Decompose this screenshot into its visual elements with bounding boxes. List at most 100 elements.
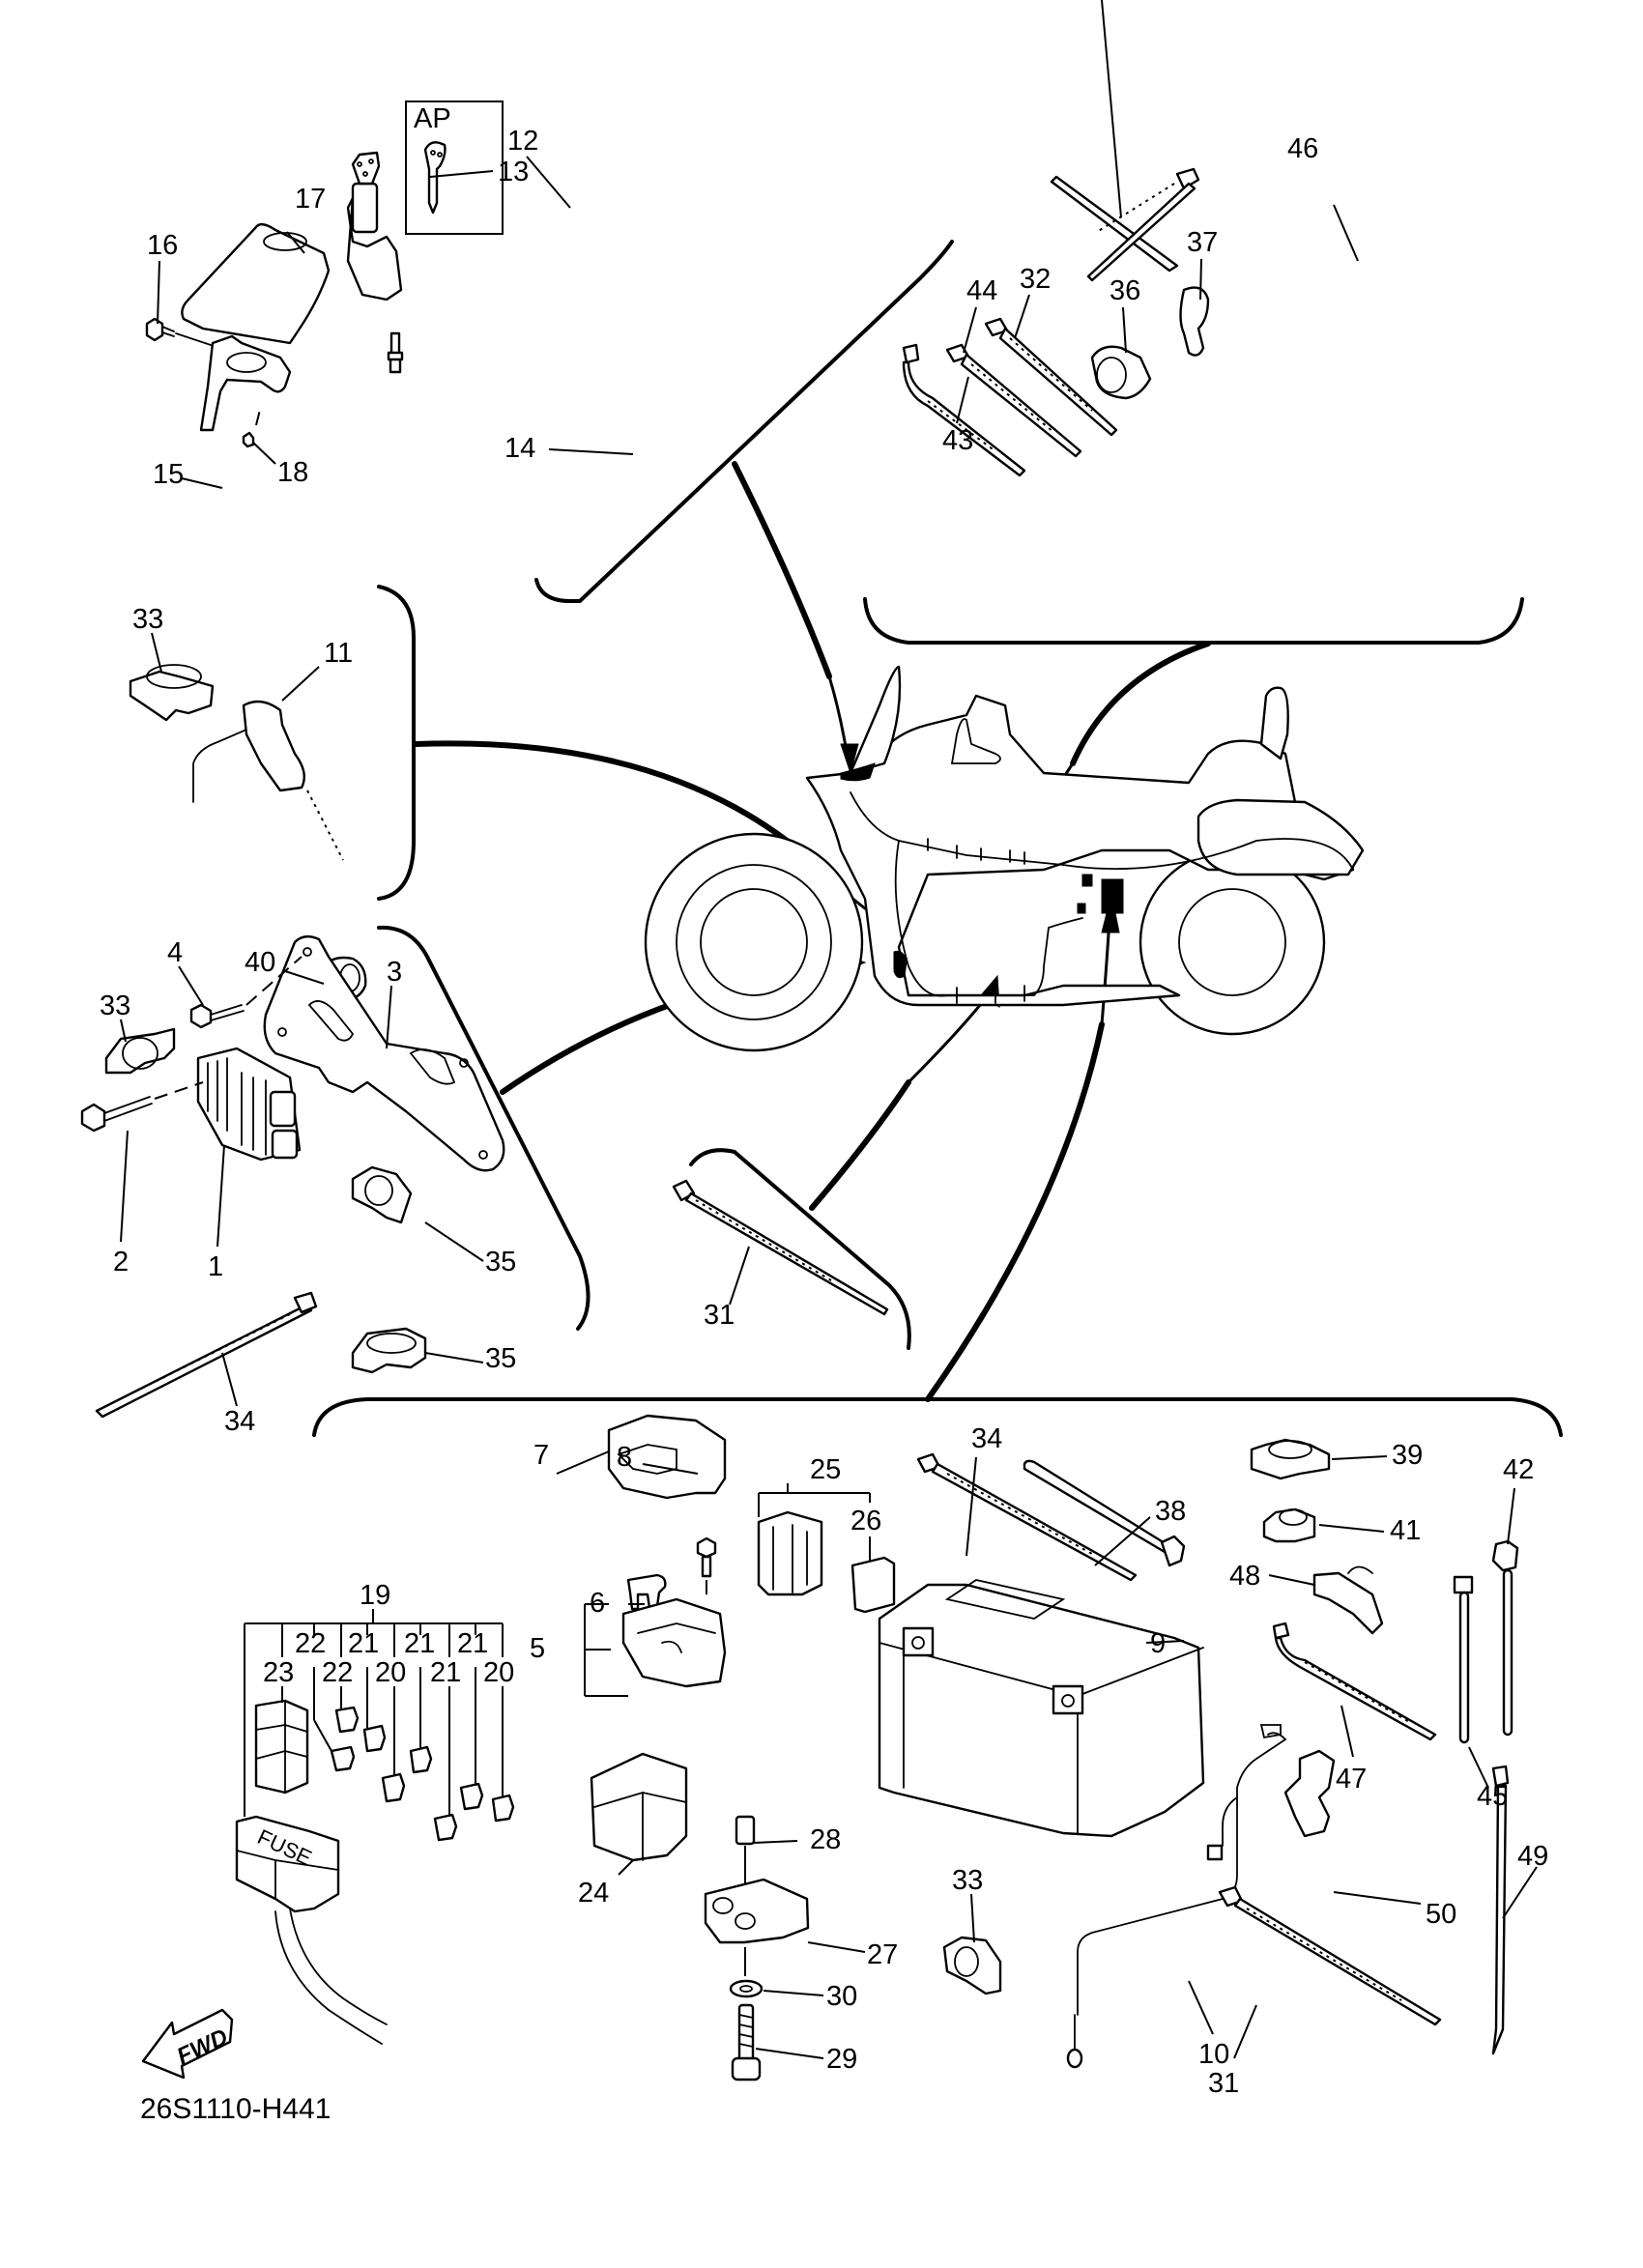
callout-29: 29 — [826, 2044, 857, 2075]
upper-right-ties-group — [902, 0, 1210, 477]
connector-marker — [1077, 903, 1086, 914]
part-37-clip — [1179, 286, 1210, 357]
callout-5: 5 — [530, 1633, 545, 1664]
callout-7: 7 — [533, 1440, 549, 1471]
callout-47: 47 — [1336, 1764, 1367, 1794]
part-42-clip-head — [1491, 1539, 1519, 1572]
callout-21-bottom: 21 — [430, 1657, 461, 1688]
callout-45: 45 — [1477, 1781, 1508, 1812]
callout-49: 49 — [1517, 1841, 1548, 1872]
part-49-cable-tie — [1491, 1784, 1508, 2055]
callout-14: 14 — [504, 433, 535, 464]
callout-22-bottom: 22 — [322, 1657, 353, 1688]
front-wheel-inner — [676, 864, 832, 1020]
saddlebag — [1196, 798, 1365, 876]
part-22-fuse-a — [330, 1745, 356, 1772]
callout-33-bottom: 33 — [952, 1865, 983, 1896]
callout-30: 30 — [826, 1981, 857, 2012]
part-46-tie-head — [1175, 167, 1200, 190]
callout-9: 9 — [1150, 1628, 1166, 1659]
headlight-connector — [840, 762, 876, 782]
rectifier-connector-b — [271, 1129, 299, 1160]
callout-26: 26 — [850, 1506, 881, 1536]
part-43-tie-head — [902, 343, 920, 364]
harness-clips — [927, 838, 1025, 1004]
fuse-drop-lines — [313, 1667, 504, 1817]
fuse-harness — [274, 1910, 383, 2045]
bracket-sensor — [377, 585, 416, 901]
callout-numbers: 12 13 14 15 16 17 18 46 37 36 32 44 43 3… — [100, 126, 1548, 2099]
part-18-screw — [242, 431, 255, 448]
callout-28: 28 — [810, 1824, 841, 1855]
arrowhead-main-switch — [840, 743, 859, 775]
part-3-bracket-plate — [263, 934, 505, 1172]
callout-8: 8 — [617, 1442, 632, 1473]
callout-27: 27 — [867, 1939, 898, 1970]
callout-11: 11 — [324, 638, 353, 669]
callout-21-top-a: 21 — [348, 1628, 379, 1659]
part-20-fuse-a — [381, 1772, 406, 1803]
callout-50: 50 — [1426, 1899, 1456, 1930]
bracket-battery-group — [312, 1397, 1563, 1437]
callout-34-left: 34 — [224, 1406, 255, 1437]
part-47-cable-tie — [1274, 1636, 1437, 1741]
callout-6: 6 — [590, 1588, 605, 1619]
front-wheel — [644, 832, 864, 1052]
part-30-washer — [729, 1979, 764, 1998]
switch-barrel — [351, 182, 379, 234]
windscreen — [849, 665, 902, 775]
part-8-bolt — [696, 1536, 717, 1559]
callout-46: 46 — [1287, 133, 1318, 164]
ap-variant-label: AP — [414, 103, 451, 134]
fuse-box — [235, 1815, 340, 1913]
ap-variant-box — [405, 100, 504, 235]
callout-33-upper: 33 — [132, 604, 163, 635]
callout-1: 1 — [208, 1251, 223, 1282]
callout-3: 3 — [387, 957, 402, 988]
callout-44: 44 — [966, 275, 997, 306]
callout-17: 17 — [295, 184, 326, 215]
electrical-box — [1101, 878, 1124, 914]
callout-48: 48 — [1229, 1561, 1260, 1592]
part-11-sensor-body — [242, 700, 305, 792]
part-45-tie-head — [1453, 1575, 1474, 1594]
part-24-flasher-relay — [590, 1752, 688, 1862]
forward-direction-badge: FWD — [141, 2008, 234, 2080]
callout-16: 16 — [147, 230, 178, 261]
part-35-clamp-b — [351, 1327, 427, 1374]
part-34-cable-tie-left — [95, 1303, 313, 1419]
callout-20-b: 20 — [483, 1657, 514, 1688]
part-14-bolt — [387, 331, 404, 374]
part-38-clip — [1160, 1535, 1186, 1567]
callout-21-top-c: 21 — [457, 1628, 488, 1659]
callout-10: 10 — [1198, 2039, 1229, 2070]
rectifier-connector-a — [269, 1090, 297, 1128]
part-11-spring — [306, 789, 344, 861]
callout-36: 36 — [1110, 275, 1140, 306]
fwd-arrow-icon — [141, 2008, 234, 2080]
callout-24: 24 — [578, 1878, 609, 1909]
diagram-code: 26S1110-H441 — [140, 2093, 331, 2125]
part-43-cable-tie — [902, 360, 1026, 477]
part-27-bracket — [704, 1878, 810, 1944]
relay-marker — [1081, 874, 1093, 887]
part-48-holder — [1312, 1571, 1384, 1635]
callout-12: 12 — [507, 126, 538, 157]
part-10-battery-lead — [1077, 1732, 1287, 2016]
battery-lead-ring — [1066, 2048, 1083, 2069]
part-50-holder — [1283, 1749, 1336, 1838]
callout-leaders — [120, 156, 1538, 2059]
part-12-main-switch — [346, 196, 403, 301]
fuse-tree-lines — [244, 1609, 504, 1817]
part-38-cable-tie — [1023, 1459, 1171, 1554]
callout-38: 38 — [1155, 1496, 1186, 1527]
callout-13: 13 — [498, 157, 529, 187]
sensor-group — [129, 664, 344, 861]
callout-2: 2 — [113, 1247, 129, 1278]
part-28-collar — [735, 1815, 756, 1846]
part-36-clamp — [1090, 345, 1152, 400]
backrest — [1259, 686, 1289, 761]
part-9-battery — [878, 1583, 1205, 1838]
callout-18: 18 — [277, 457, 308, 488]
bracket-upper-ties — [863, 597, 1524, 645]
